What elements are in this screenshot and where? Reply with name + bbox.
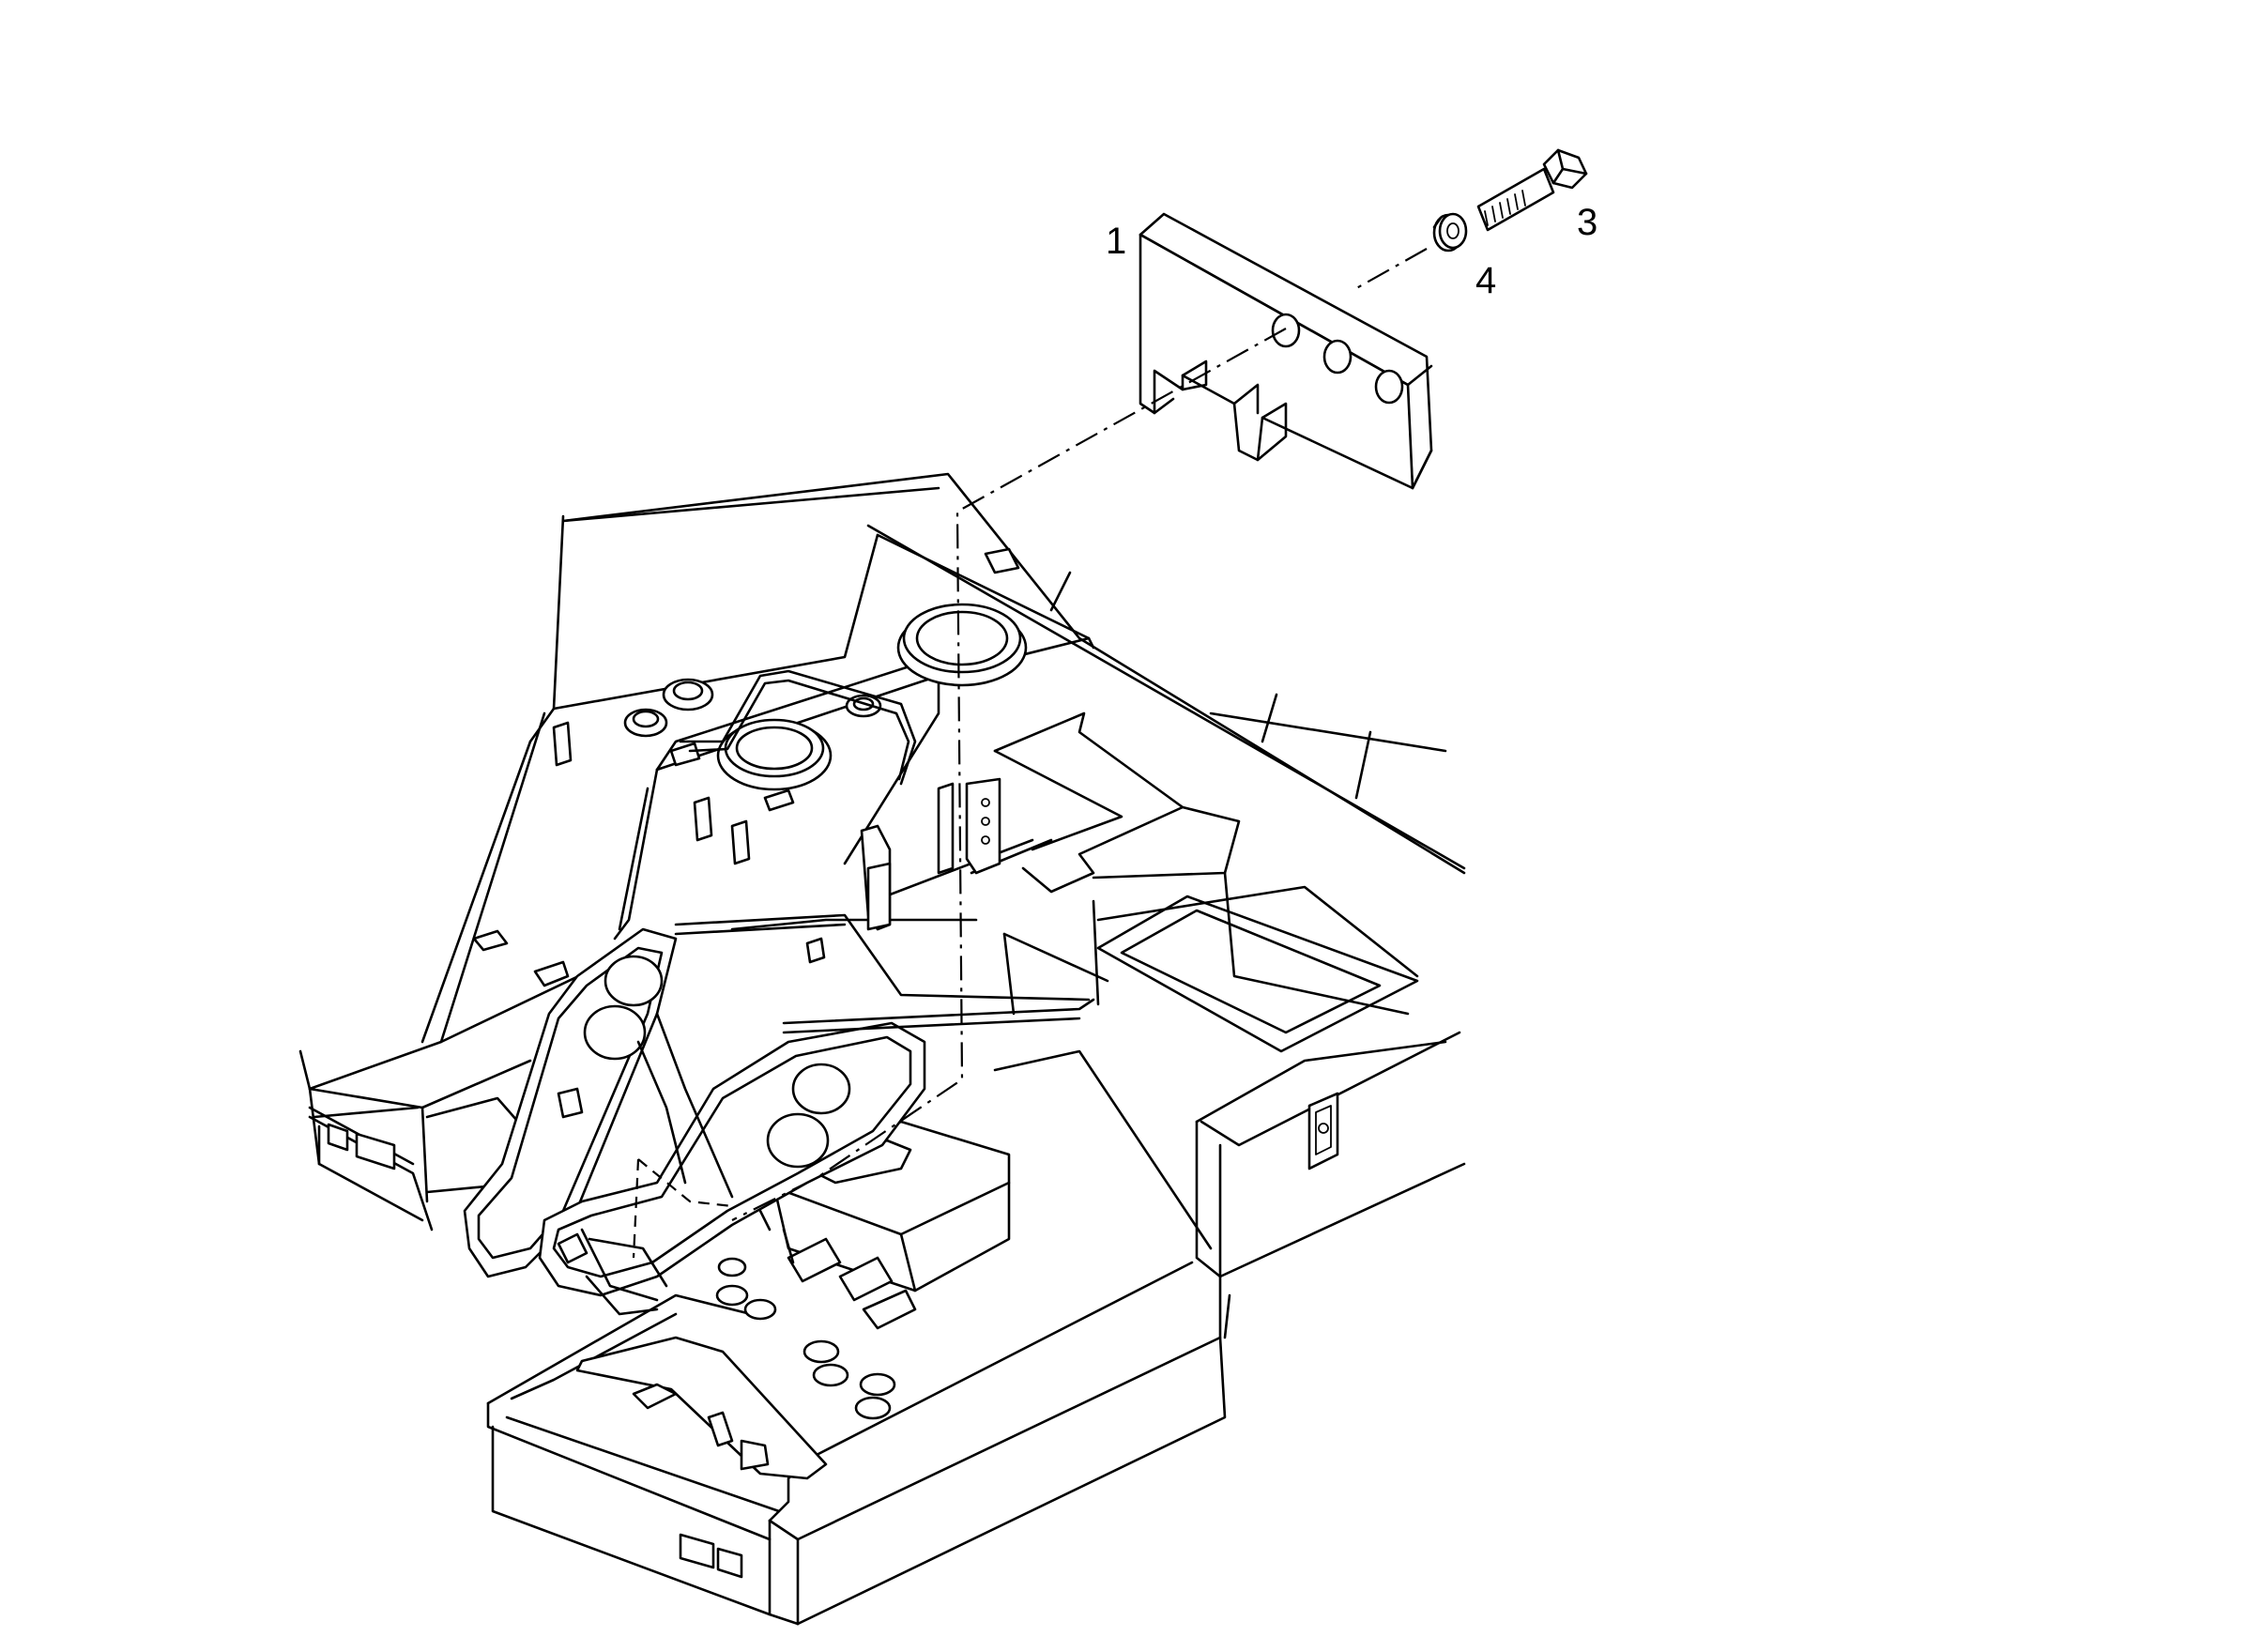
- callout-3: 3: [1577, 202, 1597, 243]
- assembly-line-plate: [731, 328, 1287, 1221]
- bolt: [1476, 148, 1588, 232]
- washer: [1432, 212, 1468, 252]
- machine-frame: [298, 472, 1466, 1626]
- counterweight-plate: [1139, 212, 1433, 490]
- callout-4: 4: [1475, 260, 1496, 301]
- assembly-line-hidden: [637, 1158, 733, 1208]
- exploded-parts: [632, 148, 1588, 1259]
- callout-1: 1: [1106, 221, 1126, 262]
- assembly-line-bolt: [1351, 248, 1428, 292]
